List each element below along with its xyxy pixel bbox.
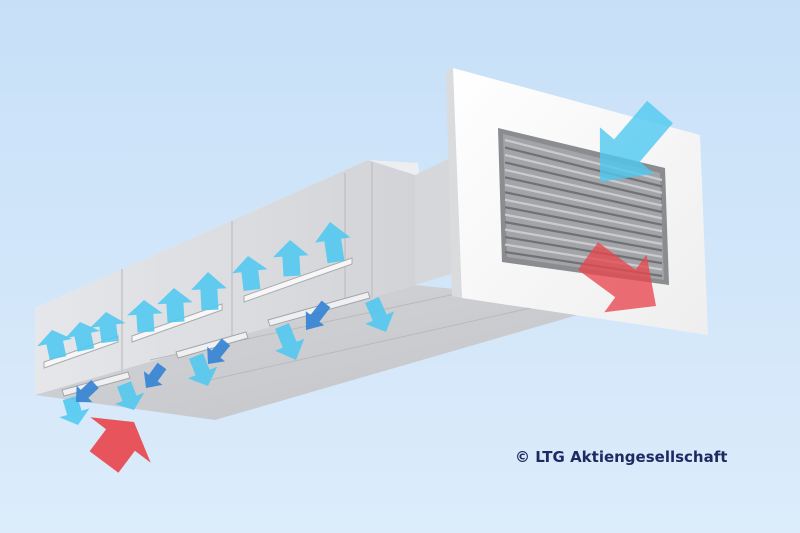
down-arrow-icon [275, 323, 305, 360]
slot-outlet [243, 257, 353, 303]
louvre-blade [504, 153, 663, 194]
down-arrow-icon [59, 395, 90, 425]
bottom-seam [209, 297, 576, 381]
louvre-blade [504, 235, 663, 265]
louvre-blade [504, 198, 663, 233]
louvre-blade [504, 243, 663, 271]
grille-panel-edge [446, 68, 462, 298]
louvre-blade [504, 176, 663, 214]
airflow-arrows [37, 100, 673, 473]
louvre-blade [504, 228, 663, 258]
down-arrow-icon [365, 297, 395, 332]
up-arrow-icon [37, 330, 73, 360]
copyright-label: © LTG Aktiengesellschaft [515, 448, 728, 466]
up-arrow-icon [90, 312, 126, 344]
grille-louvres [504, 138, 663, 278]
up-arrow-icon [157, 288, 193, 323]
up-arrow-icon [315, 222, 351, 264]
down-arrow-icon [76, 380, 99, 403]
slot-outlet [131, 303, 223, 343]
inlet-arrow-icon [599, 100, 673, 182]
unit-collar [415, 158, 458, 285]
down-arrow-icon [305, 300, 331, 330]
louvre-blade [504, 146, 663, 188]
louvre-blade [504, 168, 663, 207]
duct-unit [35, 158, 612, 420]
louvre-blade [504, 161, 663, 201]
louvre-blade [504, 221, 663, 252]
louvre-blade [504, 191, 663, 226]
up-arrow-icon [232, 256, 268, 291]
unit-front-face [35, 160, 415, 395]
outlet-arrow-icon [577, 242, 656, 313]
louvre-blade [504, 183, 663, 220]
down-arrow-icon [207, 338, 231, 364]
slot-outlet [175, 331, 249, 359]
louvre-blade [504, 213, 663, 246]
up-arrow-icon [65, 322, 101, 352]
up-arrow-icon [89, 417, 151, 473]
down-arrow-icon [188, 353, 218, 386]
down-arrow-icon [143, 362, 167, 388]
unit-bottom-face [35, 285, 612, 420]
down-arrow-icon [114, 381, 145, 410]
up-arrow-icon [273, 240, 309, 277]
up-arrow-icon [191, 272, 227, 311]
up-arrow-icon [127, 300, 163, 333]
louvre-blade [504, 206, 663, 239]
top-slot-outlets [43, 257, 353, 369]
